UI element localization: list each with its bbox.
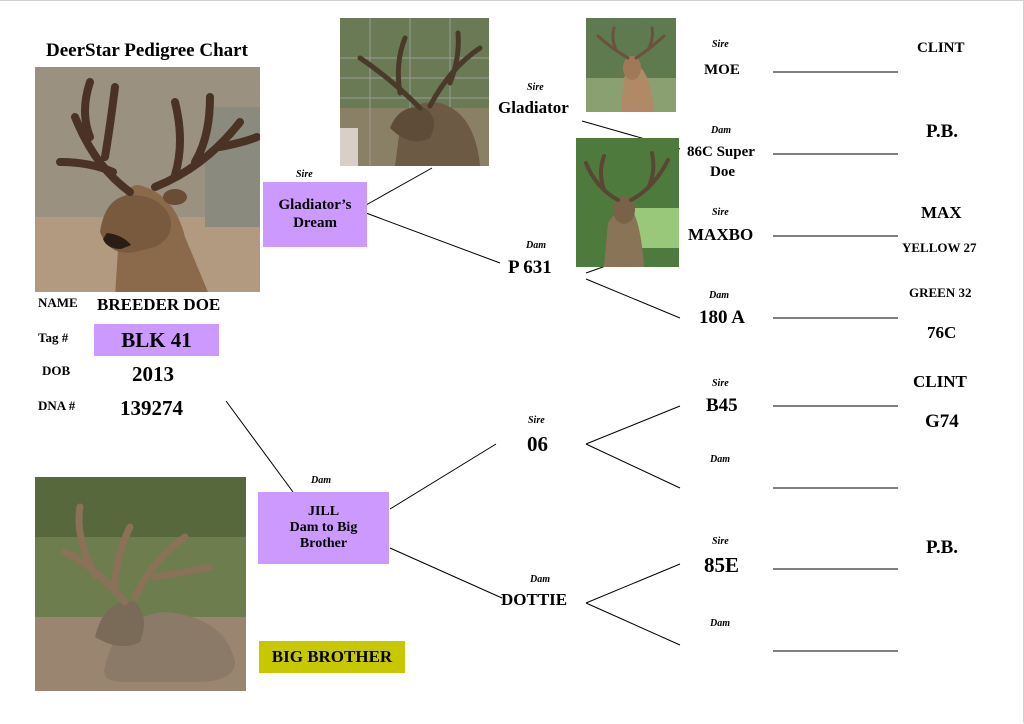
connector-p631-to-180a — [585, 278, 681, 319]
connector-subject-to-jill — [225, 400, 294, 493]
dam-name-line2: Dam to Big — [289, 519, 358, 535]
ancestor-pb-1: P.B. — [926, 121, 959, 142]
e85-name: 85E — [704, 553, 740, 577]
ancestor-green-32: GREEN 32 — [909, 285, 972, 300]
sire-gladiators-dream-box: Gladiator’s Dream — [263, 182, 367, 247]
tag-value-badge: BLK 41 — [94, 324, 219, 356]
dam-85e-role-label: Dam — [710, 618, 730, 629]
maxbo-role-label: Sire — [712, 207, 729, 218]
sire-role-label: Sire — [296, 169, 313, 180]
ancestor-clint-1: CLINT — [917, 40, 965, 56]
dob-label: DOB — [42, 363, 71, 378]
dna-label: DNA # — [38, 398, 76, 413]
maxbo-name: MAXBO — [688, 225, 754, 244]
doe86c-role-label: Dam — [711, 125, 731, 136]
ancestor-yellow-27: YELLOW 27 — [902, 240, 977, 255]
connector-06-to-b45 — [585, 405, 681, 445]
gladiator-photo — [340, 18, 489, 166]
ancestor-max: MAX — [921, 203, 962, 222]
connector-dottie-to-85e — [585, 563, 681, 604]
g06-role-label: Sire — [528, 415, 545, 426]
connector-jill-to-06 — [389, 443, 497, 510]
dam-name-line3: Brother — [299, 536, 348, 552]
doe86c-name-line1: 86C Super — [687, 144, 755, 160]
gladiator-name: Gladiator — [498, 98, 569, 117]
g06-name: 06 — [527, 432, 548, 456]
gladiator-role-label: Sire — [527, 82, 544, 93]
connector-06-to-dam — [585, 443, 681, 489]
p631-role-label: Dam — [526, 240, 546, 251]
sire-name-line2: Dream — [293, 214, 337, 231]
tag-label: Tag # — [38, 330, 69, 345]
main-buck-photo — [35, 67, 260, 292]
connector-dream-to-gladiator — [365, 167, 433, 206]
dam-name-line1: JILL — [307, 503, 340, 519]
a180-name: 180 A — [699, 307, 745, 328]
p631-name: P 631 — [508, 257, 552, 278]
ancestor-g74: G74 — [925, 411, 959, 432]
tag-value: BLK 41 — [121, 327, 192, 352]
e85-role-label: Sire — [712, 536, 729, 547]
connector-dream-to-p631 — [365, 212, 501, 264]
ancestor-clint-2: CLINT — [913, 372, 967, 391]
connector-jill-to-dottie — [389, 547, 503, 599]
doe86c-name-line2: Doe — [710, 164, 735, 180]
dottie-role-label: Dam — [530, 574, 550, 585]
dna-value: 139274 — [120, 396, 183, 420]
a180-role-label: Dam — [709, 290, 729, 301]
moe-photo — [586, 18, 676, 112]
name-value: BREEDER DOE — [97, 295, 221, 314]
dob-value: 2013 — [132, 362, 174, 386]
dam-jill-box: JILL Dam to Big Brother — [258, 492, 389, 564]
ancestor-pb-2: P.B. — [926, 537, 959, 558]
maxbo-photo — [576, 138, 679, 267]
connector-dottie-to-dam — [585, 602, 681, 646]
big-brother-photo — [35, 477, 246, 691]
dam-role-label: Dam — [311, 475, 331, 486]
b45-role-label: Sire — [712, 378, 729, 389]
dam-b45-role-label: Dam — [710, 454, 730, 465]
b45-name: B45 — [706, 395, 738, 416]
big-brother-label: BIG BROTHER — [271, 647, 393, 667]
ancestor-76c: 76C — [927, 323, 957, 342]
moe-role-label: Sire — [712, 39, 729, 50]
sire-name-line1: Gladiator’s — [278, 197, 352, 214]
dottie-name: DOTTIE — [501, 590, 568, 609]
chart-title: DeerStar Pedigree Chart — [46, 40, 248, 61]
big-brother-badge: BIG BROTHER — [259, 641, 405, 673]
moe-name: MOE — [704, 62, 740, 78]
name-label: NAME — [38, 295, 78, 310]
